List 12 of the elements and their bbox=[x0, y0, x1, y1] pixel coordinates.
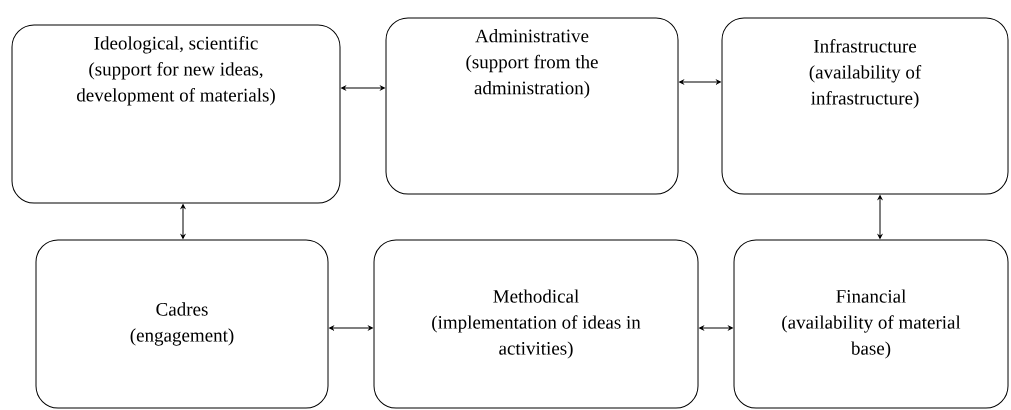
arrow bbox=[679, 79, 721, 85]
process-box: Cadres (engagement) bbox=[35, 239, 329, 409]
process-box: Administrative (support from the administration) bbox=[385, 17, 679, 195]
process-box: Methodical (implementation of ideas in activities) bbox=[373, 239, 699, 409]
arrow bbox=[877, 195, 883, 239]
process-box: Ideological, scientific (support for new ideas, development of materials) bbox=[11, 24, 341, 204]
arrow bbox=[699, 325, 733, 331]
arrow bbox=[180, 204, 186, 239]
arrow bbox=[329, 325, 373, 331]
process-box: Financial (availability of material base) bbox=[733, 239, 1009, 409]
process-box: Infrastructure (availability of infrastructure) bbox=[721, 17, 1009, 195]
arrow bbox=[341, 85, 385, 91]
